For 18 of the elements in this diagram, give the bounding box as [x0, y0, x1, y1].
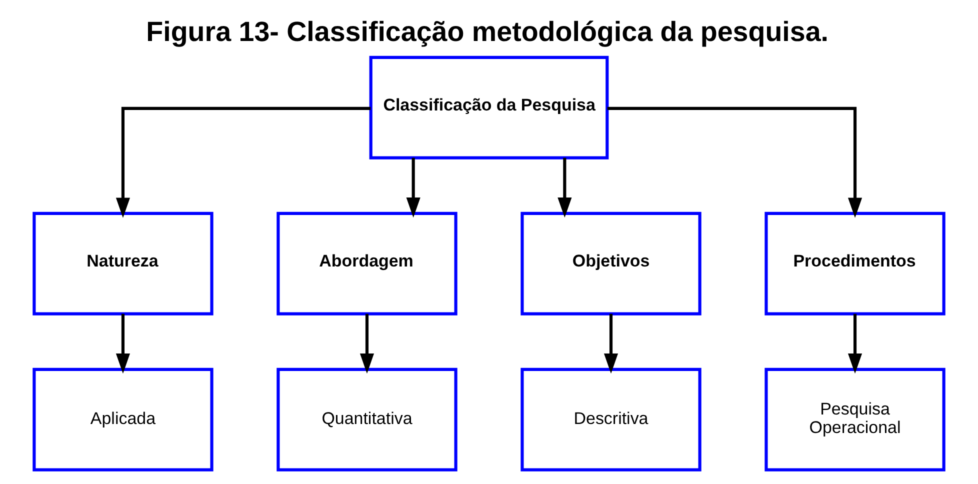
node-box: Procedimentos: [764, 212, 946, 316]
node-box: Descritiva: [520, 368, 702, 472]
node-box: Objetivos: [520, 212, 702, 316]
node-box: Quantitativa: [276, 368, 458, 472]
node-box: Aplicada: [32, 368, 214, 472]
arrow: [360, 314, 374, 374]
arrow: [116, 106, 371, 218]
arrow: [604, 314, 618, 374]
node-box: Classificação da Pesquisa: [369, 56, 609, 160]
arrow: [848, 314, 862, 374]
arrow: [116, 314, 130, 374]
node-box: Natureza: [32, 212, 214, 316]
node-box: Pesquisa Operacional: [764, 368, 946, 472]
diagram-title: Figura 13- Classificação metodológica da pesquisa.: [146, 16, 829, 48]
node-box: Abordagem: [276, 212, 458, 316]
arrow: [607, 106, 862, 218]
arrow: [558, 158, 572, 218]
arrow: [406, 158, 420, 218]
